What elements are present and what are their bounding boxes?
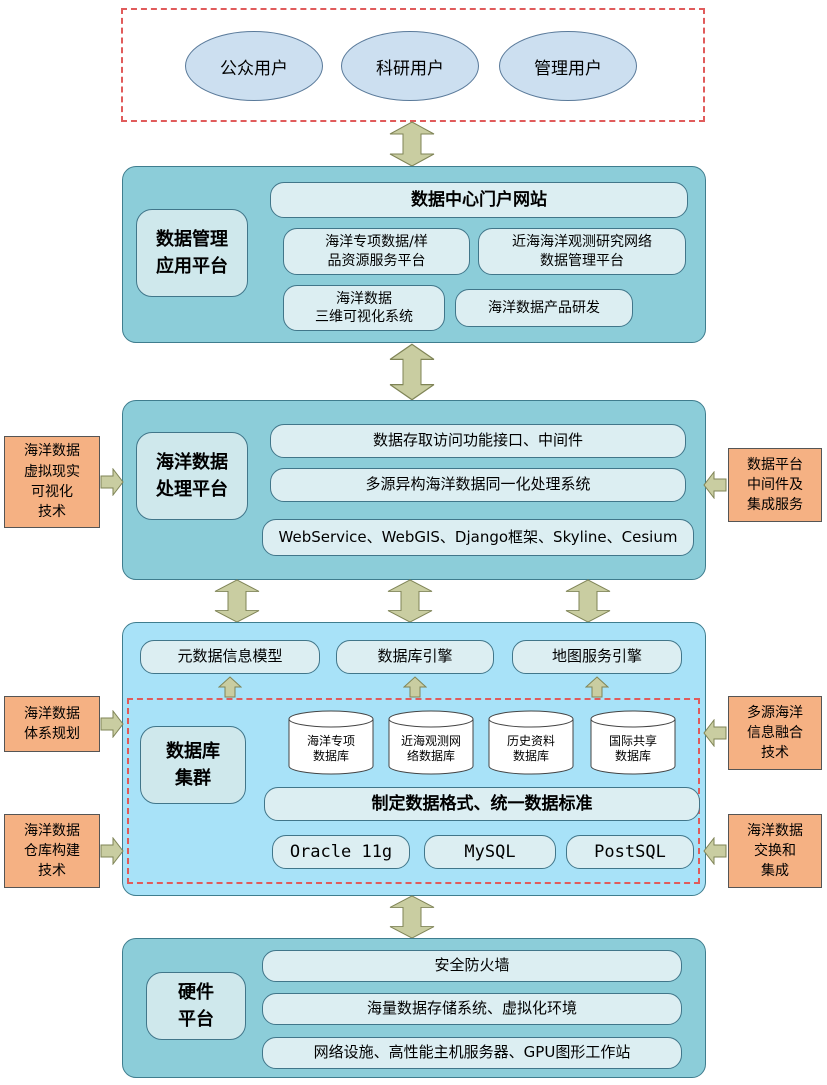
cylinder-icon: [388, 710, 474, 775]
mysql-node: MySQL: [424, 835, 556, 869]
network-servers-node: 网络设施、高性能主机服务器、GPU图形工作站: [262, 1037, 682, 1069]
data-exchange-note: 海洋数据 交换和 集成: [728, 814, 822, 888]
double-arrow-icon: [387, 579, 433, 623]
metadata-model-node: 元数据信息模型: [140, 640, 320, 674]
coastal-database-cylinder: 近海观测网 络数据库: [388, 710, 474, 776]
database-cluster-group: [127, 698, 700, 884]
oracle-node: Oracle 11g: [272, 835, 410, 869]
user-node-research: 科研用户: [341, 31, 479, 101]
cylinder-label: 历史资料 数据库: [506, 734, 555, 763]
special-database-cylinder: 海洋专项 数据库: [288, 710, 374, 776]
left-arrow-icon: [703, 837, 727, 865]
right-arrow-icon: [100, 710, 124, 738]
right-arrow-icon: [100, 837, 124, 865]
up-arrow-icon: [218, 676, 242, 698]
database-engine-node: 数据库引擎: [336, 640, 494, 674]
3d-visualization-node: 海洋数据 三维可视化系统: [283, 285, 445, 331]
data-system-planning-note: 海洋数据 体系规划: [4, 696, 100, 752]
double-arrow-icon: [389, 895, 435, 939]
firewall-node: 安全防火墙: [262, 950, 682, 982]
user-node-public: 公众用户: [185, 31, 323, 101]
data-product-rd-node: 海洋数据产品研发: [455, 289, 633, 327]
coastal-observation-mgmt-node: 近海海洋观测研究网络 数据管理平台: [478, 228, 686, 275]
cylinder-icon: [590, 710, 676, 775]
data-access-middleware-node: 数据存取访问功能接口、中间件: [270, 424, 686, 458]
double-arrow-icon: [565, 579, 611, 623]
map-service-engine-node: 地图服务引擎: [512, 640, 682, 674]
vr-visualization-note: 海洋数据 虚拟现实 可视化 技术: [4, 436, 100, 528]
cylinder-label: 国际共享 数据库: [608, 734, 657, 763]
double-arrow-icon: [389, 343, 435, 401]
double-arrow-icon: [214, 579, 260, 623]
data-standard-node: 制定数据格式、统一数据标准: [264, 787, 700, 821]
up-arrow-icon: [585, 676, 609, 698]
processing-platform-label: 海洋数据 处理平台: [136, 432, 248, 520]
cylinder-icon: [488, 710, 574, 775]
international-database-cylinder: 国际共享 数据库: [590, 710, 676, 776]
warehouse-construction-note: 海洋数据 仓库构建 技术: [4, 814, 100, 888]
cylinder-icon: [288, 710, 374, 775]
left-arrow-icon: [703, 471, 727, 499]
database-cluster-label: 数据库 集群: [140, 726, 246, 804]
users-group: 公众用户 科研用户 管理用户: [121, 8, 705, 122]
postsql-node: PostSQL: [566, 835, 694, 869]
history-database-cylinder: 历史资料 数据库: [488, 710, 574, 776]
app-platform-label: 数据管理 应用平台: [136, 209, 248, 297]
user-node-admin: 管理用户: [499, 31, 637, 101]
heterogeneous-unify-node: 多源异构海洋数据同一化处理系统: [270, 468, 686, 502]
middleware-integration-note: 数据平台 中间件及 集成服务: [728, 448, 822, 522]
left-arrow-icon: [703, 719, 727, 747]
info-fusion-note: 多源海洋 信息融合 技术: [728, 696, 822, 770]
special-data-service-node: 海洋专项数据/样 品资源服务平台: [283, 228, 470, 275]
portal-website-node: 数据中心门户网站: [270, 182, 688, 218]
cylinder-label: 近海观测网 络数据库: [400, 734, 461, 763]
web-frameworks-node: WebService、WebGIS、Django框架、Skyline、Cesiu…: [262, 519, 694, 556]
cylinder-label: 海洋专项 数据库: [306, 734, 355, 763]
double-arrow-icon: [389, 121, 435, 167]
right-arrow-icon: [100, 468, 124, 496]
hardware-platform-label: 硬件 平台: [146, 972, 246, 1040]
storage-virtualization-node: 海量数据存储系统、虚拟化环境: [262, 993, 682, 1025]
up-arrow-icon: [403, 676, 427, 698]
